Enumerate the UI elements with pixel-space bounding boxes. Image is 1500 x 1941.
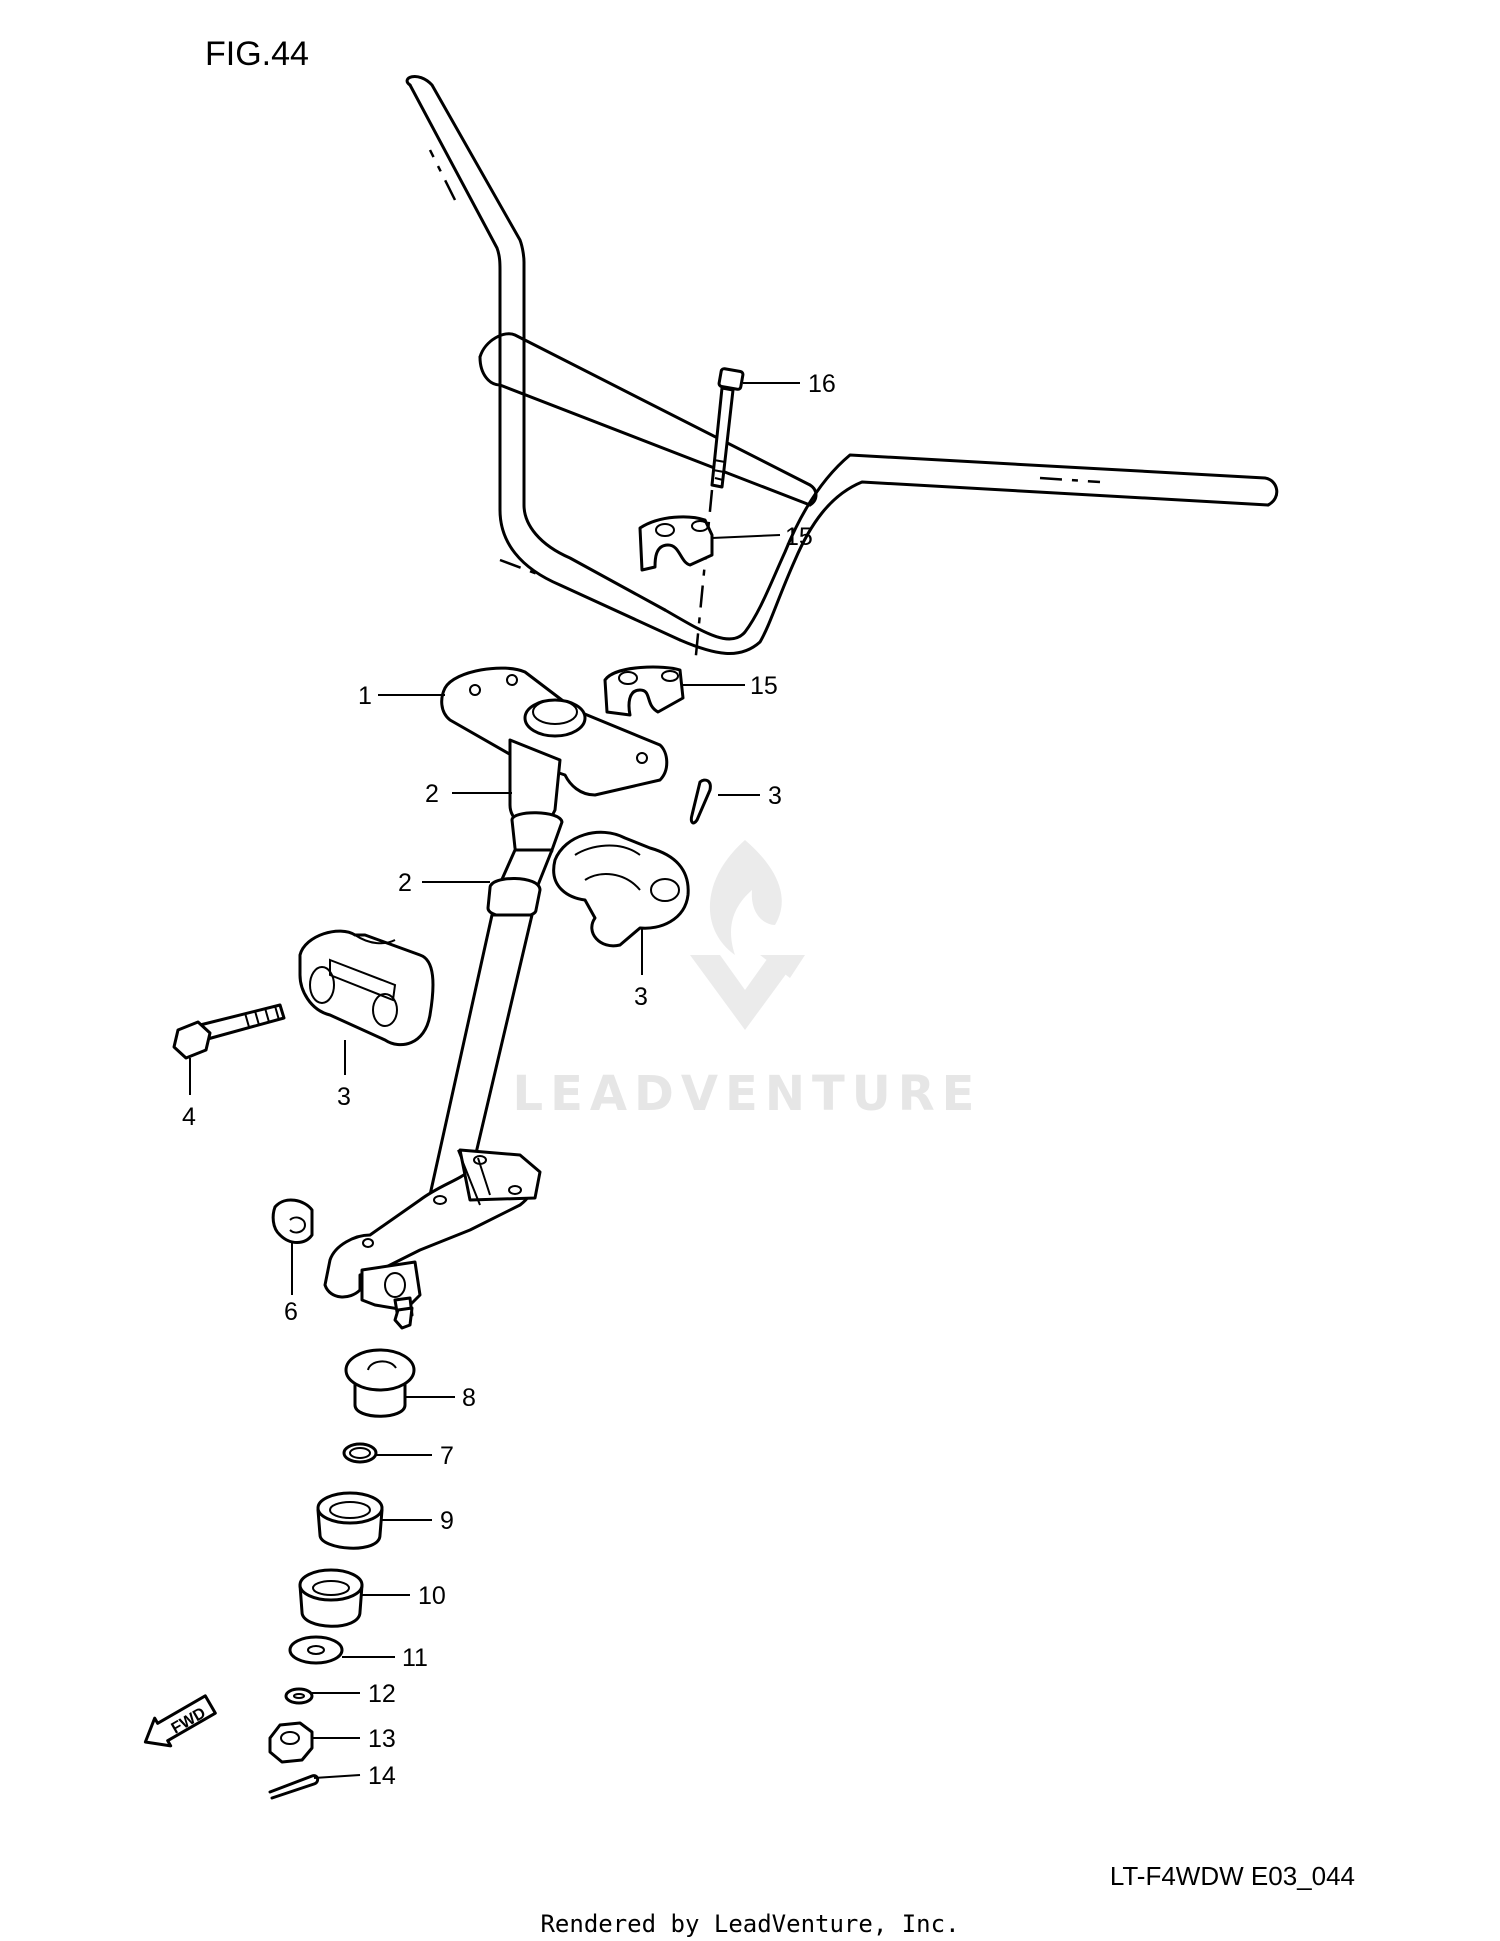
- callout-15-upper: 15: [785, 523, 813, 551]
- lower-bracket: [323, 1148, 542, 1330]
- callout-2-lower: 2: [398, 869, 412, 897]
- callout-6: 6: [284, 1298, 298, 1326]
- fwd-marker: FWD: [143, 1694, 217, 1748]
- part-16-bolt: [693, 367, 745, 666]
- callout-10: 10: [418, 1582, 446, 1610]
- callout-3-cotter-pin: 3: [768, 782, 782, 810]
- part-15-lower-clamp: [603, 665, 685, 717]
- part-3-cotter-pin: [689, 778, 712, 825]
- flame-v-logo-icon: [690, 840, 805, 1030]
- steering-shaft: [428, 738, 564, 1202]
- part-13-nut: [268, 1721, 314, 1764]
- callouts: 16 15 15 1 2 3 2 3 3 4 6 8 7 9 10 11 12 …: [182, 370, 836, 1790]
- callout-9: 9: [440, 1507, 454, 1535]
- callout-1: 1: [358, 682, 372, 710]
- part-14-cotter-pin: [268, 1774, 320, 1800]
- figure-title: FIG.44: [205, 35, 309, 73]
- part-1-upper-bracket: [440, 666, 669, 797]
- callout-8: 8: [462, 1384, 476, 1412]
- part-12-washer: [284, 1687, 314, 1705]
- callout-7: 7: [440, 1442, 454, 1470]
- callout-14: 14: [368, 1762, 396, 1790]
- callout-12: 12: [368, 1680, 396, 1708]
- part-10-bearing: [298, 1568, 364, 1628]
- watermark-text: LEADVENTURE: [513, 1066, 982, 1122]
- part-4-bolt: [172, 1003, 286, 1060]
- callout-2-upper: 2: [425, 780, 439, 808]
- part-8-bushing: [344, 1348, 416, 1418]
- part-3-holder: [298, 929, 435, 1047]
- part-9-seal: [316, 1491, 384, 1550]
- rendered-by-credit: Rendered by LeadVenture, Inc.: [540, 1910, 959, 1938]
- watermark: LEADVENTURE: [513, 840, 982, 1122]
- part-6-cap: [271, 1198, 314, 1244]
- callout-3-holder: 3: [337, 1083, 351, 1111]
- leader-lines: [189, 382, 800, 1779]
- part-3-steering-arm: [552, 830, 690, 948]
- drawing-code: LT-F4WDW E03_044: [1110, 1861, 1355, 1891]
- part-7-circlip: [342, 1442, 378, 1464]
- callout-13: 13: [368, 1725, 396, 1753]
- arrow-left-icon: [143, 1694, 217, 1748]
- part-15-upper-clamp: [638, 515, 714, 572]
- handlebar: [405, 75, 1279, 655]
- callout-16: 16: [808, 370, 836, 398]
- callout-4: 4: [182, 1103, 196, 1131]
- callout-11: 11: [402, 1644, 428, 1672]
- callout-15-lower: 15: [750, 672, 778, 700]
- callout-3-steering-arm: 3: [634, 983, 648, 1011]
- part-11-washer: [288, 1635, 344, 1665]
